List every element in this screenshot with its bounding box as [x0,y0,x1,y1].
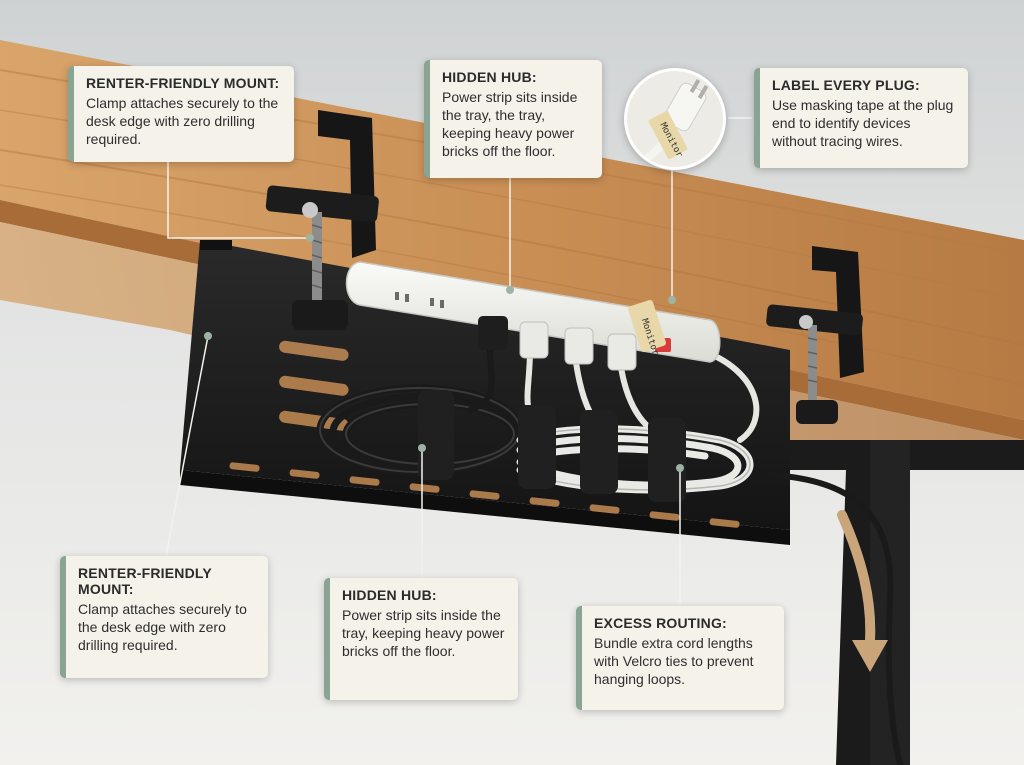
callout-body: Clamp attaches securely to the desk edge… [78,601,247,653]
leader-dots [204,234,684,472]
callout-title: HIDDEN HUB: [342,587,437,603]
plug-label-inset: Monitor [624,68,726,170]
callout-title: EXCESS ROUTING: [594,615,727,631]
callout-body: Bundle extra cord lengths with Velcro ti… [594,635,754,687]
callout-title: LABEL EVERY PLUG: [772,77,920,93]
callout-excess-routing: EXCESS ROUTING: Bundle extra cord length… [576,606,784,710]
right-clamp [766,246,864,424]
callout-body: Power strip sits inside the tray, keepin… [342,607,505,659]
power-strip [345,261,721,371]
velcro-ties [418,390,686,502]
callout-title: RENTER-FRIENDLY MOUNT: [86,75,280,91]
callout-title: RENTER-FRIENDLY MOUNT: [78,565,212,597]
callout-title: HIDDEN HUB: [442,69,537,85]
callout-body: Power strip sits inside the tray, the tr… [442,89,578,159]
callout-hub-bottom: HIDDEN HUB: Power strip sits inside the … [324,578,518,700]
arrow-down-curve-icon [837,510,888,672]
callout-mount-top: RENTER-FRIENDLY MOUNT: Clamp attaches se… [68,66,294,162]
callout-body: Clamp attaches securely to the desk edge… [86,95,279,147]
callout-label-plug: LABEL EVERY PLUG: Use masking tape at th… [754,68,968,168]
left-clamp [265,110,379,330]
callout-mount-bottom: RENTER-FRIENDLY MOUNT: Clamp attaches se… [60,556,268,678]
callout-hub-top: HIDDEN HUB: Power strip sits inside the … [424,60,602,178]
leader-lines [165,117,752,604]
labeled-plug-icon: Monitor [633,78,709,167]
callout-body: Use masking tape at the plug end to iden… [772,97,954,149]
desk-leg [790,440,1024,765]
